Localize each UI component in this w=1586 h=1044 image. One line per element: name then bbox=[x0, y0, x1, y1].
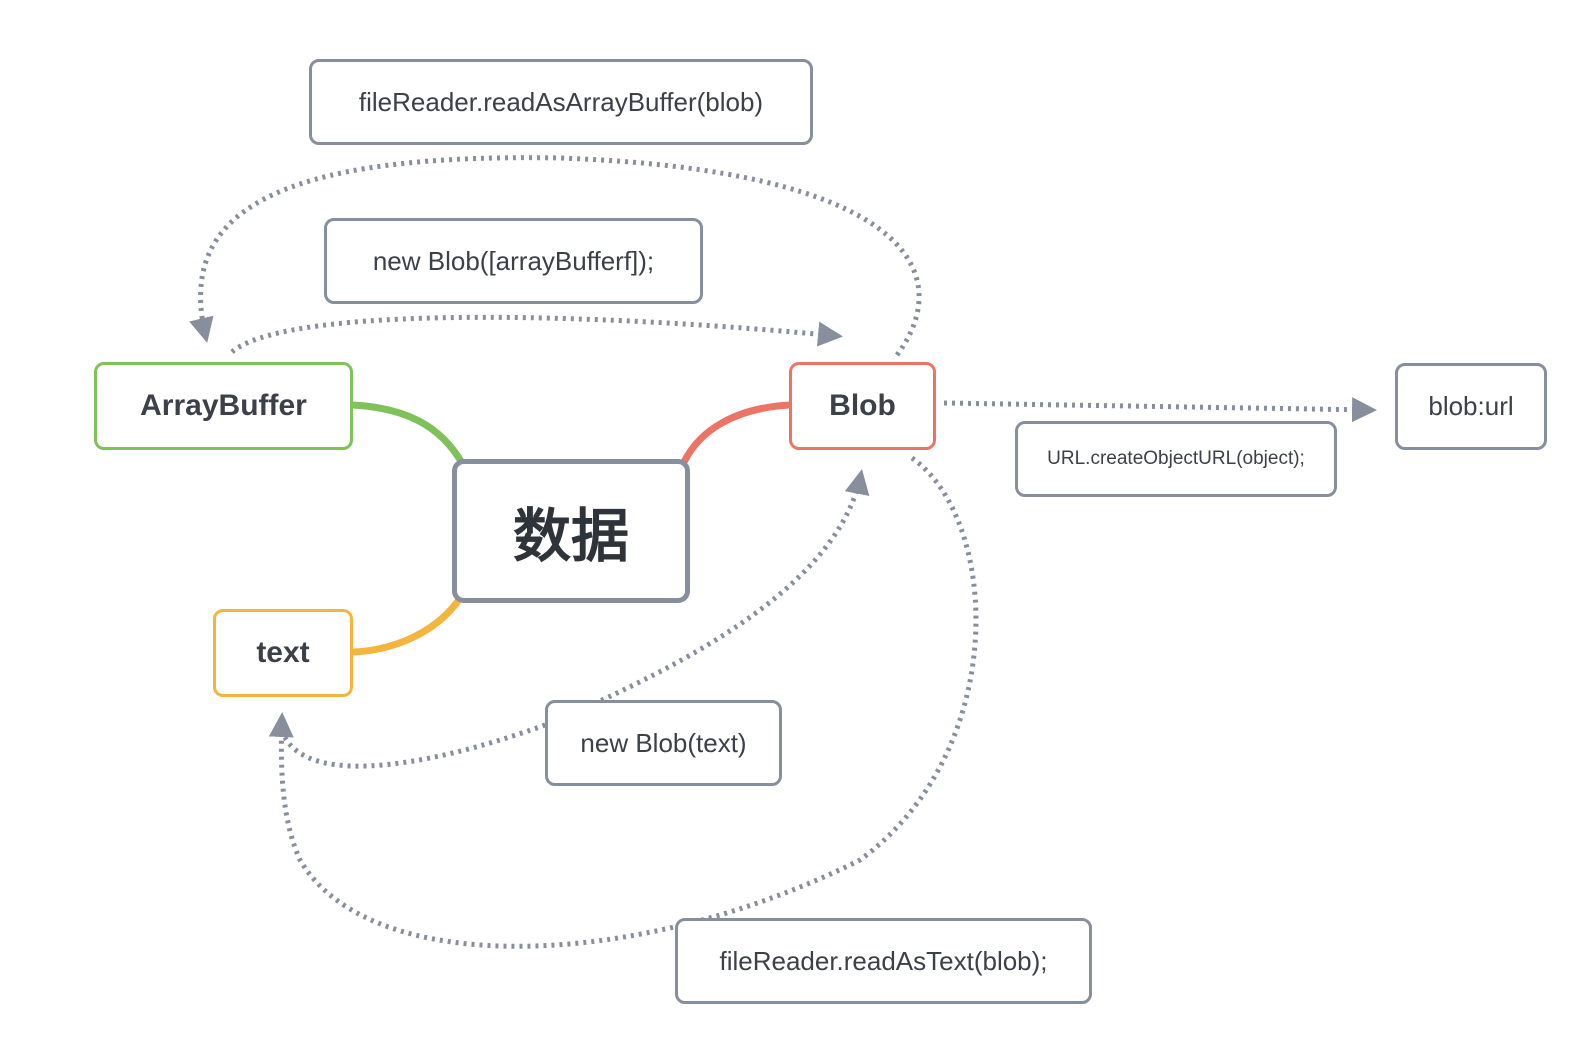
arrow-readastext bbox=[268, 455, 979, 949]
node-blob: Blob bbox=[789, 362, 936, 450]
central-topic: 数据 bbox=[452, 459, 690, 603]
label-readasarraybuffer: fileReader.readAsArrayBuffer(blob) bbox=[309, 59, 813, 145]
branch-text bbox=[349, 594, 464, 656]
arrow-new-blob-from-arraybuffer bbox=[230, 314, 843, 354]
arrow-readasarraybuffer bbox=[189, 155, 922, 357]
branch-arraybuffer bbox=[349, 401, 466, 467]
arrow-new-blob-from-text bbox=[277, 469, 870, 769]
label-readastext: fileReader.readAsText(blob); bbox=[675, 918, 1092, 1004]
label-new-blob-from-arraybuffer: new Blob([arrayBufferf]); bbox=[324, 218, 703, 304]
label-new-blob-from-text: new Blob(text) bbox=[545, 700, 782, 786]
label-create-object-url: URL.createObjectURL(object); bbox=[1015, 421, 1337, 497]
node-text: text bbox=[213, 609, 353, 697]
node-blob-url: blob:url bbox=[1395, 363, 1547, 450]
node-arraybuffer: ArrayBuffer bbox=[94, 362, 353, 450]
arrow-create-object-url bbox=[943, 397, 1377, 423]
branch-blob bbox=[680, 401, 794, 466]
